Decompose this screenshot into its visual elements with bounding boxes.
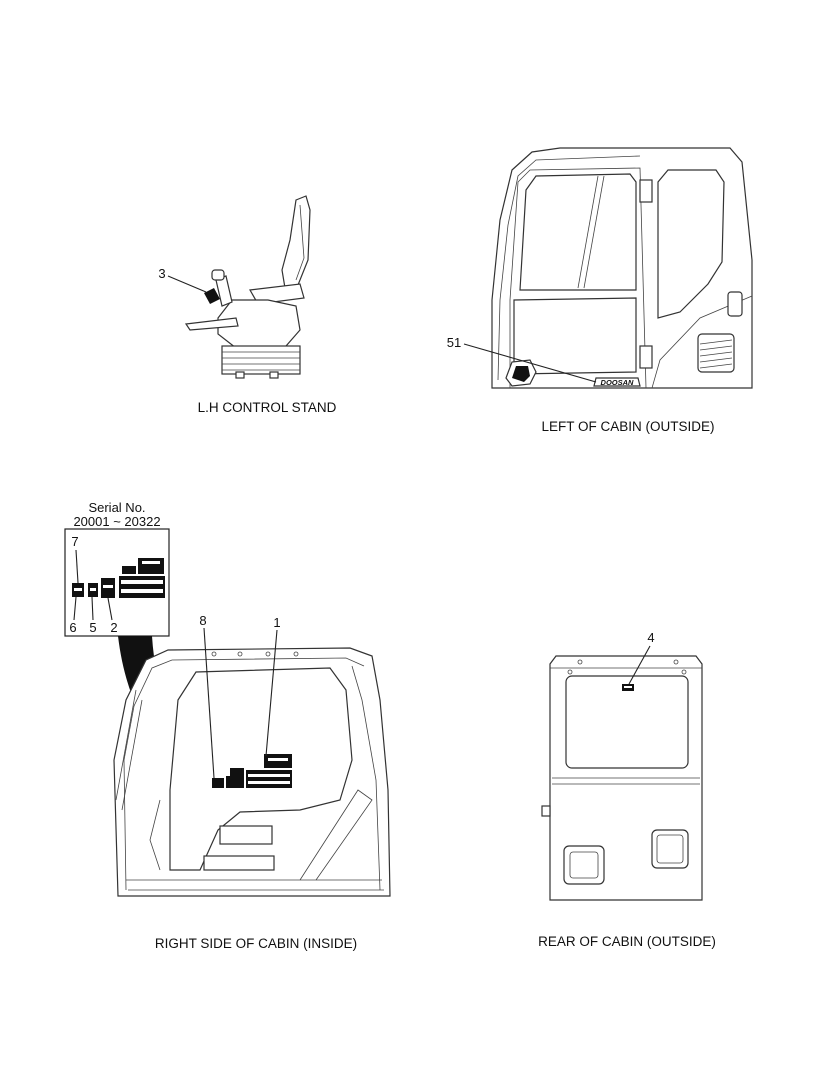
doosan-logo: DOOSAN (601, 378, 635, 387)
right-cabin-inside-drawing (113, 627, 391, 897)
callout-6: 6 (69, 620, 76, 635)
caption-left-of-cabin: LEFT OF CABIN (OUTSIDE) (541, 419, 714, 434)
callout-8: 8 (199, 613, 206, 628)
callout-1: 1 (273, 615, 280, 630)
callout-3: 3 (158, 266, 165, 281)
caption-right-side-of-cabin: RIGHT SIDE OF CABIN (INSIDE) (155, 936, 357, 951)
lh-control-stand-drawing (167, 195, 311, 379)
serial-inset-decals (72, 549, 165, 621)
left-cabin-drawing: DOOSAN (463, 147, 753, 389)
caption-rear-of-cabin: REAR OF CABIN (OUTSIDE) (538, 934, 716, 949)
serial-no-range: 20001 ~ 20322 (73, 514, 160, 529)
callout-5: 5 (89, 620, 96, 635)
seat-suspension (221, 345, 301, 379)
rear-cabin-drawing (541, 645, 703, 901)
serial-no-title: Serial No. (88, 500, 145, 515)
callout-4: 4 (647, 630, 654, 645)
callout-7: 7 (71, 534, 78, 549)
callout-2: 2 (110, 620, 117, 635)
callout-51: 51 (447, 335, 461, 350)
caption-lh-control-stand: L.H CONTROL STAND (198, 400, 337, 415)
left-cabin-grille (699, 339, 733, 369)
